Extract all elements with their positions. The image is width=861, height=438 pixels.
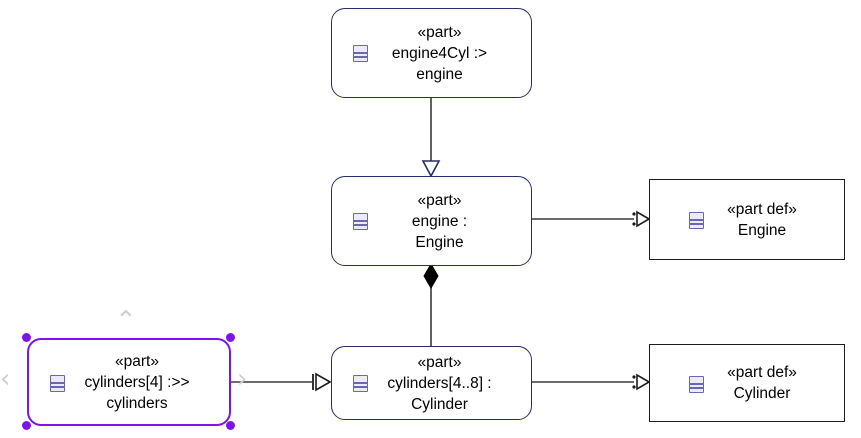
- node-name-line1: engine4Cyl :>: [391, 44, 488, 62]
- part-icon: [353, 213, 368, 230]
- edge-specialization[interactable]: [421, 98, 441, 178]
- node-name-line2: engine: [416, 65, 463, 83]
- node-name-line1: cylinders[4..8] :: [387, 374, 492, 392]
- node-label: «part» engine : Engine: [332, 190, 531, 253]
- edge-composition[interactable]: [423, 263, 439, 348]
- node-keyword: «part»: [417, 191, 462, 209]
- resize-chevron-left[interactable]: ‹: [0, 364, 11, 394]
- part-def-icon: [689, 212, 704, 229]
- node-label: «part def» Cylinder: [650, 362, 844, 404]
- resize-handle-top-right[interactable]: [226, 333, 235, 342]
- node-label: «part» cylinders[4] :>> cylinders: [29, 351, 229, 414]
- node-name-line1: engine :: [411, 212, 468, 230]
- part-icon: [353, 375, 368, 392]
- resize-chevron-top[interactable]: ⌃: [115, 306, 137, 336]
- node-engine[interactable]: «part» engine : Engine: [331, 176, 532, 266]
- resize-chevron-right[interactable]: ›: [237, 364, 248, 394]
- node-name-line2: cylinders: [106, 394, 168, 412]
- node-name-line1: Cylinder: [733, 385, 791, 402]
- edge-cylinder-typing[interactable]: [532, 373, 651, 391]
- node-cylinders-usage[interactable]: «part» cylinders[4..8] : Cylinder: [331, 346, 532, 420]
- part-icon: [50, 375, 65, 392]
- node-label: «part» cylinders[4..8] : Cylinder: [332, 352, 531, 415]
- node-name-line1: Engine: [737, 221, 787, 239]
- part-icon: [353, 45, 368, 62]
- node-keyword: «part def»: [727, 364, 797, 381]
- node-name-line1: cylinders[4] :>>: [84, 373, 190, 391]
- node-cylinder-def[interactable]: «part def» Cylinder: [649, 344, 845, 422]
- part-def-icon: [689, 376, 704, 393]
- node-engine4cyl[interactable]: «part» engine4Cyl :> engine: [331, 8, 532, 98]
- resize-handle-top-left[interactable]: [22, 333, 31, 342]
- node-name-line2: Cylinder: [411, 395, 468, 413]
- node-name-line2: Engine: [415, 233, 464, 251]
- node-engine-def[interactable]: «part def» Engine: [649, 179, 845, 260]
- node-keyword: «part»: [115, 352, 159, 370]
- node-keyword: «part»: [417, 353, 462, 371]
- node-label: «part def» Engine: [650, 199, 844, 241]
- resize-handle-bottom-right[interactable]: [226, 421, 235, 430]
- edge-engine-typing[interactable]: [532, 210, 651, 228]
- node-keyword: «part»: [417, 23, 462, 41]
- node-keyword: «part def»: [727, 200, 797, 218]
- resize-handle-bottom-left[interactable]: [22, 421, 31, 430]
- node-cylinders-redefine[interactable]: «part» cylinders[4] :>> cylinders: [27, 338, 231, 426]
- node-label: «part» engine4Cyl :> engine: [332, 22, 531, 85]
